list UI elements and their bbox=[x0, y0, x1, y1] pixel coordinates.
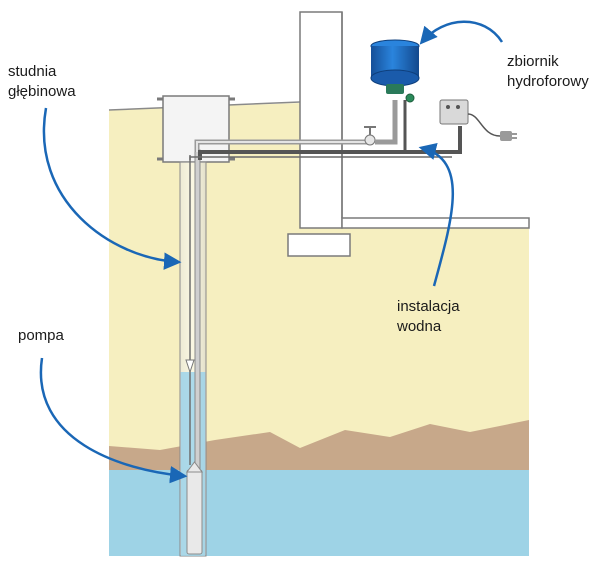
supply-pipe-inner bbox=[196, 141, 370, 152]
building-floor bbox=[341, 217, 530, 229]
water-installation-pipe bbox=[198, 126, 462, 160]
label-well-line2: głębinowa bbox=[8, 83, 76, 100]
arrow-zbiornik bbox=[419, 20, 504, 45]
submersible-pump bbox=[186, 469, 203, 555]
power-plug bbox=[500, 131, 512, 141]
drop-pipe bbox=[194, 149, 201, 471]
label-pump-line1: pompa bbox=[18, 327, 65, 344]
wall-footing bbox=[287, 233, 351, 257]
label-installation-line2: wodna bbox=[396, 318, 442, 335]
valve bbox=[364, 134, 376, 146]
arrow-studnia bbox=[42, 107, 182, 270]
arrow-instalacja bbox=[418, 142, 454, 287]
water-top-edge bbox=[109, 470, 529, 506]
control-box-led2 bbox=[456, 105, 460, 109]
control-box bbox=[439, 99, 469, 125]
control-box-led bbox=[446, 105, 450, 109]
arrow-pompa bbox=[39, 357, 188, 484]
building-wall bbox=[299, 11, 343, 229]
label-installation-line1: instalacja bbox=[397, 298, 460, 315]
label-tank: zbiornik hydroforowy bbox=[507, 53, 589, 90]
label-tank-line2: hydroforowy bbox=[507, 73, 589, 90]
power-cord bbox=[467, 113, 501, 137]
label-well: studnia głębinowa bbox=[8, 63, 76, 100]
label-tank-line1: zbiornik bbox=[507, 53, 559, 70]
house-cable bbox=[189, 156, 452, 160]
pump-top bbox=[186, 461, 203, 473]
tank-riser bbox=[375, 100, 398, 145]
label-installation: instalacja wodna bbox=[396, 298, 464, 335]
float-switch bbox=[185, 359, 195, 374]
label-well-line1: studnia bbox=[8, 63, 57, 80]
pressure-tank bbox=[370, 39, 420, 103]
label-pump: pompa bbox=[18, 327, 65, 344]
